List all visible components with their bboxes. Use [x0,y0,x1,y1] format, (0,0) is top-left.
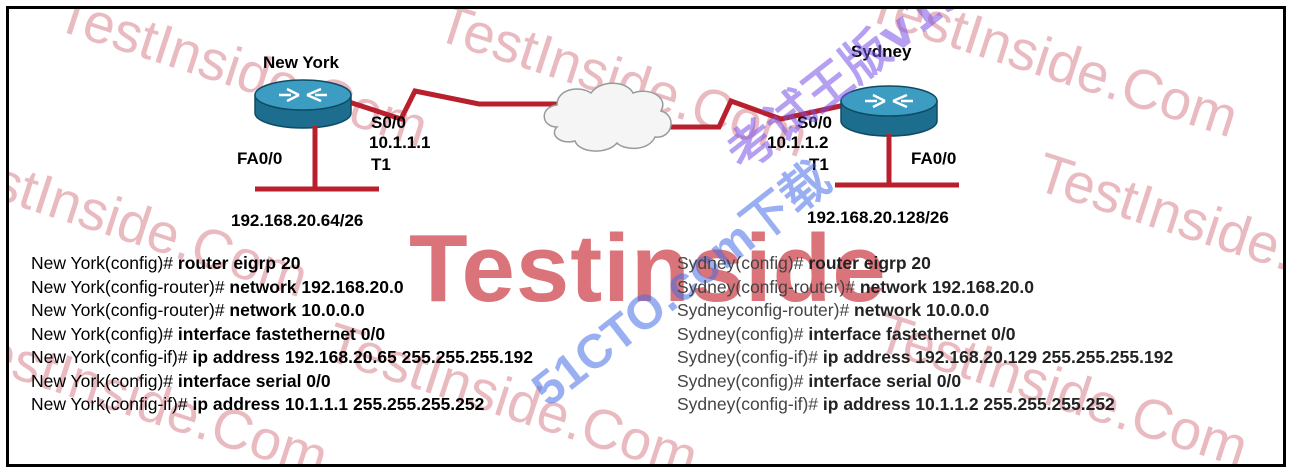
network-topology [254,79,959,192]
router-name-new-york: New York [263,53,339,72]
serial-if-new-york: S0/0 [371,113,406,132]
config-line: New York(config)# router eigrp 20 [31,253,301,273]
diagram-frame: TestInside.Com TestInside.Com TestInside… [6,6,1286,467]
lan-if-sydney: FA0/0 [911,149,957,168]
serial-link-left [348,88,569,123]
router-icon-new-york [254,79,352,129]
serial-ip-new-york: 10.1.1.1 [369,133,431,152]
config-line: New York(config-if)# ip address 10.1.1.1… [31,394,485,414]
serial-if-sydney: S0/0 [797,113,832,132]
lan-network-sydney: 192.168.20.128/26 [807,208,949,227]
config-line: New York(config-if)# ip address 192.168.… [31,347,534,367]
config-line: Sydney(config)# router eigrp 20 [677,253,931,273]
router-name-sydney: Sydney [851,42,912,61]
config-line: Sydneyconfig-router)# network 10.0.0.0 [677,300,990,320]
config-line: New York(config)# interface serial 0/0 [31,370,331,391]
config-line: Sydney(config-router)# network 192.168.2… [677,276,1034,297]
link-type-new-york: T1 [371,155,391,174]
config-line: New York(config-router)# network 10.0.0.… [31,300,365,320]
config-line: Sydney(config)# interface fastethernet 0… [677,323,1016,344]
config-line: Sydney(config-if)# ip address 192.168.20… [677,347,1174,367]
config-line: Sydney(config-if)# ip address 10.1.1.2 2… [677,394,1115,414]
config-line: New York(config)# interface fastethernet… [31,323,386,344]
lan-if-new-york: FA0/0 [237,149,283,168]
lan-network-new-york: 192.168.20.64/26 [231,211,364,230]
wan-cloud-icon [543,82,672,152]
link-type-sydney: T1 [809,155,829,174]
config-sydney: Sydney(config)# router eigrp 20 Sydney(c… [677,252,1173,417]
config-line: Sydney(config)# interface serial 0/0 [677,370,962,391]
serial-link-right [649,97,846,130]
router-icon-sydney [840,85,938,137]
config-new-york: New York(config)# router eigrp 20 New Yo… [31,252,533,417]
config-line: New York(config-router)# network 192.168… [31,276,404,297]
serial-ip-sydney: 10.1.1.2 [767,133,829,152]
